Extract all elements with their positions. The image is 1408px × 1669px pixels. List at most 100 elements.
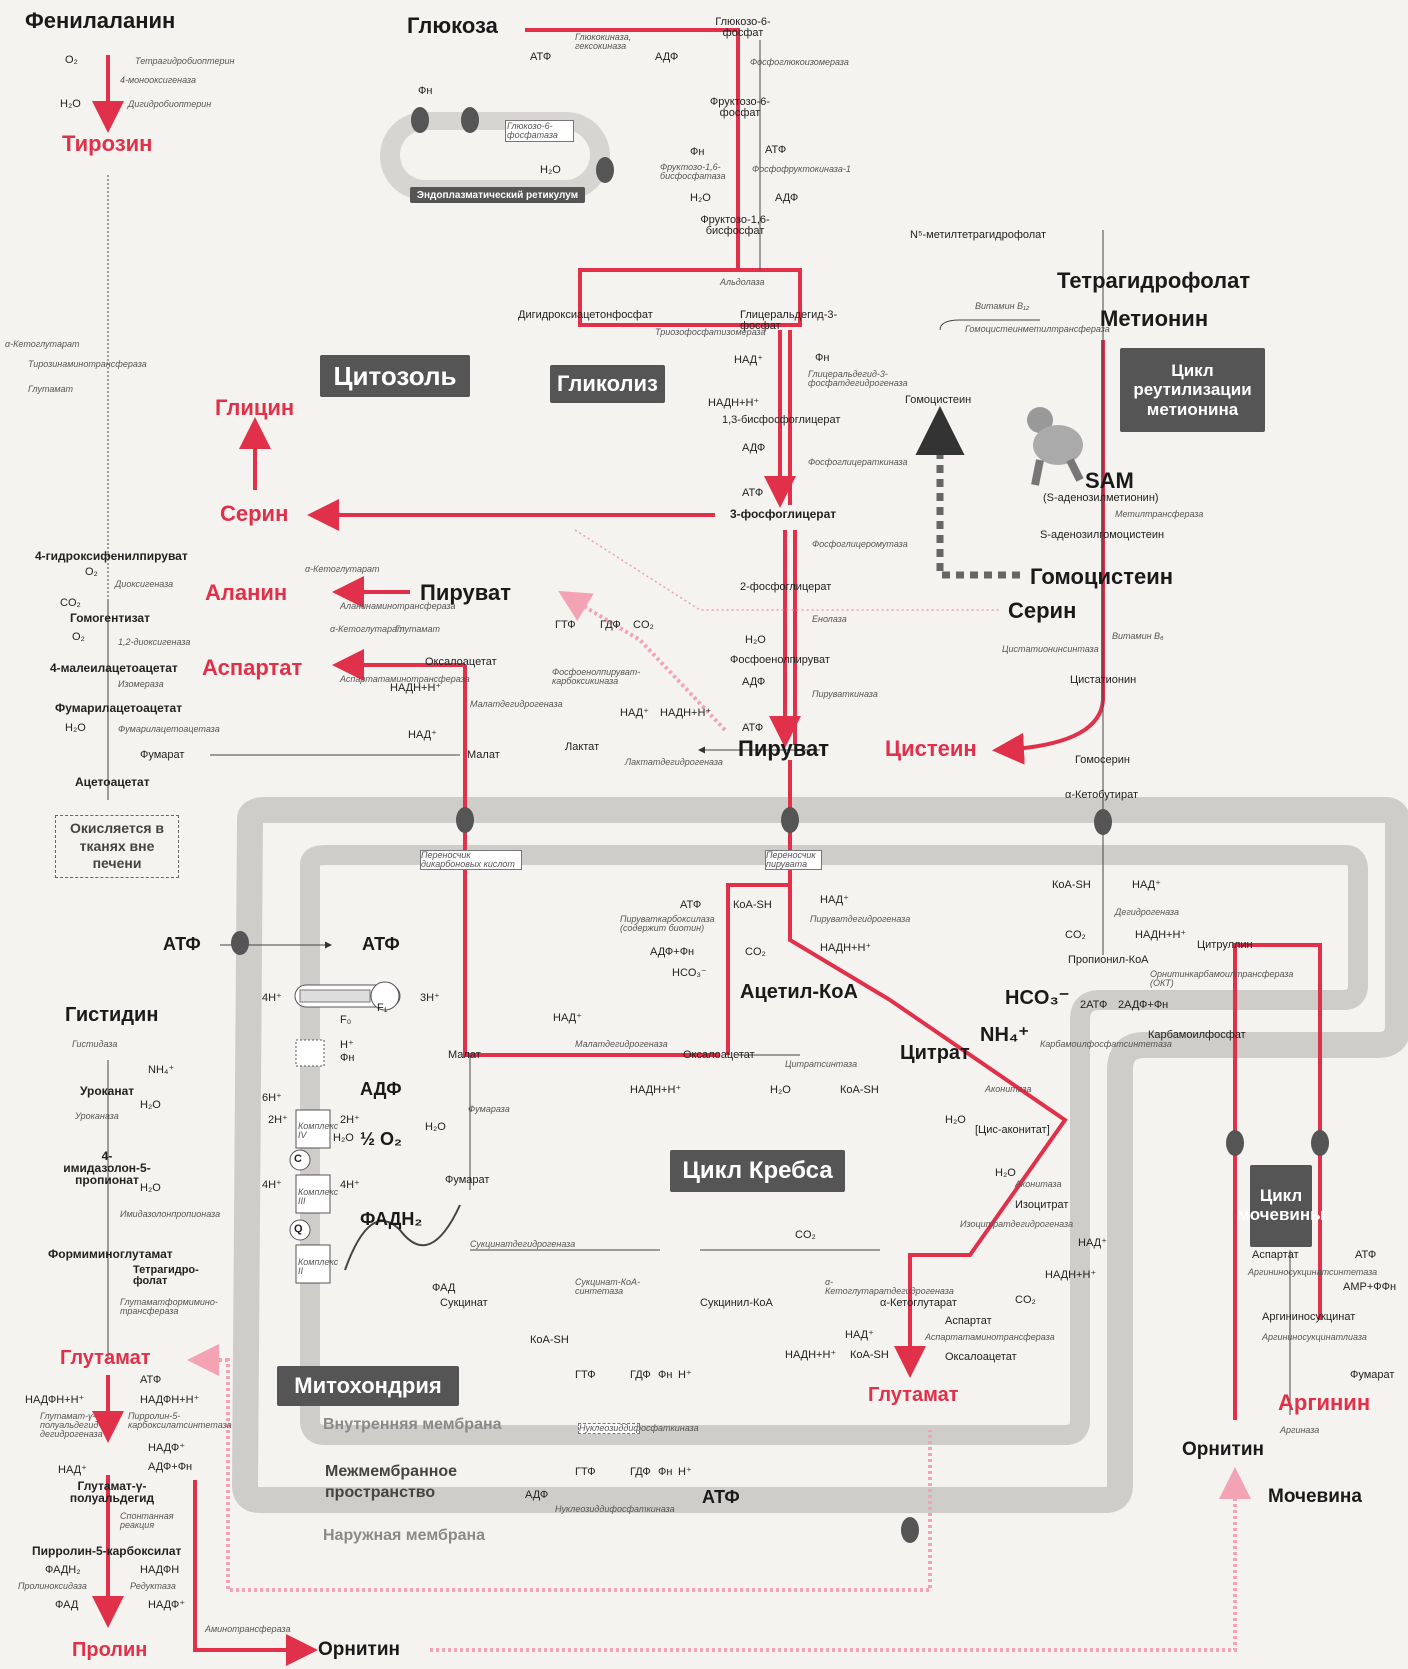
adp-glucokinase-label: АДФ [655,51,679,63]
nad-pdh-label: НАД⁺ [820,894,849,906]
thf-label: Тетрагидрофолат [1057,268,1251,293]
nad-glycolysis-label: НАД⁺ [734,354,763,366]
acetyl-coa-label: Ацетил-КоА [740,981,858,1003]
enolase-label: Енолаза [812,614,847,624]
ast-label: Аспартатаминотрансфераза [340,674,470,684]
gtp-scs-label: ГТФ [575,1369,596,1381]
serine-label: Серин [220,501,289,526]
malate-mito-label: Малат [448,1049,481,1061]
pi-scs-label: Фн [658,1369,673,1381]
ldh-label: Лактатдегидрогеназа [625,757,723,767]
sam-full-label: (S-аденозилметионин) [1043,492,1159,504]
thf-his-label: Тетрагидро-фолат [133,1264,199,1287]
succinate-label: Сукцинат [440,1297,488,1309]
hplus-scs-label: H⁺ [678,1369,692,1381]
f0-label: F₀ [340,1014,352,1026]
homocysteine-small-label: Гомоцистеин [905,394,972,406]
cysteine-label: Цистеин [885,736,977,761]
thin-connector-lines [107,40,1291,1415]
otc-label: Орнитинкарбамоилтрансфераза (ОКТ) [1150,969,1294,988]
ornithine-urea-label: Орнитин [1182,1439,1265,1460]
complex4-label: Комплекс IV [298,1121,339,1140]
proline-label: Пролин [72,1639,148,1661]
ast-mito-label: Аспартатаминотрансфераза [925,1332,1055,1342]
spontaneous-label: Спонтанная реакция [120,1511,174,1530]
nadh-pdh-label: НАДН+Н⁺ [820,942,872,954]
f1-label: F₁ [377,1002,388,1014]
gapdh-label: Глицеральдегид-3-фосфатдегидрогеназа [808,369,908,388]
koash-cs-label: КоА-SH [840,1084,879,1096]
complex2-label: Комплекс II [298,1257,339,1276]
h2o-aconitase-label: H₂O [945,1114,966,1126]
nadh-glycolysis-label: НАДН+Н⁺ [708,397,760,409]
g3p-label: Глицеральдегид-3-фосфат [740,309,838,332]
h2-right-label: 2H⁺ [340,1114,360,1126]
tyrosine-transaminase-label: Тирозинаминотрансфераза [28,359,147,369]
nadh-ldh-label: НАДН+Н⁺ [660,707,712,719]
pdh-label: Пируватдегидрогеназа [810,914,911,924]
cytosol-label: Цитозоль [320,355,470,397]
mdh-cytosol-label: Малатдегидрогеназа [470,699,563,709]
3pg-label: 3-фосфоглицерат [730,507,837,521]
aldolase-label: Альдолаза [720,277,765,287]
dioxygenase2-label: 1,2-диоксигеназа [118,637,191,647]
pyruvate-cytosol-label: Пируват [420,580,511,605]
glutamate-small-label: Глутамат [28,384,74,394]
p5c-label: Пирролин-5-карбоксилат [32,1544,182,1558]
ndk-label: Нуклеозиддифосфаткиназа [555,1504,675,1514]
g6pase-label: Глюкозо-6-фосфатаза [505,120,574,142]
homogentisate-label: Гомогентизат [70,611,150,625]
er-label: Эндоплазматический ретикулум [410,187,585,203]
outer-membrane-label: Наружная мембрана [323,1527,486,1544]
dhap-label: Дигидроксиацетонфосфат [518,309,653,321]
fumarase-label: Фумараза [468,1104,510,1114]
nad-propionyl-label: НАД⁺ [1132,879,1161,891]
formiminotransferase-label: Глутаматформимино-трансфераза [120,1297,218,1316]
asl-synth-label: Аргининосукцинатсинтетаза [1248,1267,1378,1277]
amp-label: AMP+ФФн [1343,1281,1397,1293]
b6-label: Витамин B₆ [1112,631,1164,641]
nad-idh-label: НАД⁺ [1078,1237,1107,1249]
h2o-complex4-label: H₂O [333,1132,354,1144]
transport-dotted-lines [187,590,1251,1652]
adp-pi-pc-label: АДФ+Фн [650,946,695,958]
atp-ndk-label: АТФ [702,1487,740,1507]
nadph-pro-label: НАДФН [140,1564,180,1576]
complex3-label: Комплекс III [298,1187,339,1206]
pi-er-label: Фн [418,85,433,97]
pk-label: Пируваткиназа [812,689,878,699]
urocanase-label: Уроканаза [75,1111,119,1121]
p5cs2-label: Пирролин-5-карбоксилатсинтетаза [128,1411,232,1430]
nad-mdh-label: НАД⁺ [408,729,437,741]
histidase-label: Гистидаза [72,1039,118,1049]
mdh-mito-label: Малатдегидрогеназа [575,1039,668,1049]
glucose-label: Глюкоза [407,13,498,38]
serine-met-label: Серин [1008,598,1077,623]
nadh-propionyl-label: НАДН+Н⁺ [1135,929,1187,941]
gdp-scs-label: ГДФ [630,1369,651,1381]
sah-label: S-аденозилгомоцистеин [1040,529,1165,541]
glycine-label: Глицин [215,395,295,420]
hco3-pc-label: HCO₃⁻ [672,967,707,979]
nh4-label: NH₄⁺ [980,1024,1029,1046]
half-o2-label: ½ O₂ [360,1129,403,1149]
atp-pgk-label: АТФ [742,487,764,499]
atp-pc-label: АТФ [680,899,702,911]
cis-aconitate-label: [Цис-аконитат] [975,1124,1050,1136]
adp-ndk-label: АДФ [525,1489,549,1501]
co2-pdh-label: CO₂ [745,946,766,958]
h2-left-label: 2H⁺ [268,1114,288,1126]
porin-label: Нуклеозиддифосфаткиназа [578,1423,699,1434]
glutamate-mito-label: Глутамат [868,1384,959,1406]
argininosuccinate-label: Аргининосукцинат [1262,1311,1356,1323]
atp-p5cs-label: АТФ [140,1374,162,1386]
fad-pro-label: ФАД [55,1599,79,1611]
pfk-label: Фосфофруктокиназа-1 [752,164,851,174]
arginase-label: Аргиназа [1280,1425,1320,1435]
2atp-label: 2АТФ [1080,999,1108,1011]
b12-label: Витамин B₁₂ [975,301,1030,311]
homocysteine-label: Гомоцистеин [1030,564,1174,589]
glutamate-his-label: Глутамат [60,1347,151,1369]
fumarylacetoacetase-label: Фумарилацетоацетаза [118,724,220,734]
alpha-kg-alt-label: α-Кетоглутарат [305,564,380,574]
